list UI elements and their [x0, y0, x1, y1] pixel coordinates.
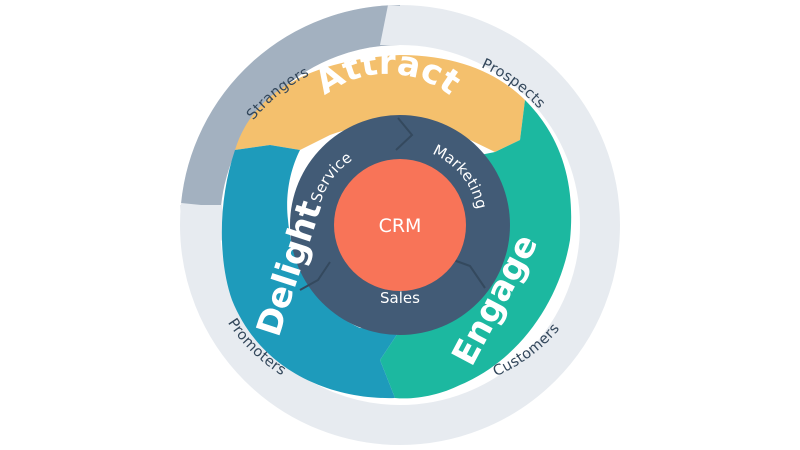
sales-label: Sales [380, 289, 420, 307]
delight-segment [221, 145, 400, 399]
inner-divider-left [299, 261, 331, 291]
crm-label: CRM [379, 215, 422, 237]
outer-ring-dark-arc [181, 5, 401, 208]
outer-ring-transition-top [380, 5, 430, 45]
attract-segment [235, 55, 525, 152]
crm-core [334, 159, 466, 291]
inner-divider-top [395, 117, 414, 151]
outer-ring-transition-left [180, 205, 226, 245]
